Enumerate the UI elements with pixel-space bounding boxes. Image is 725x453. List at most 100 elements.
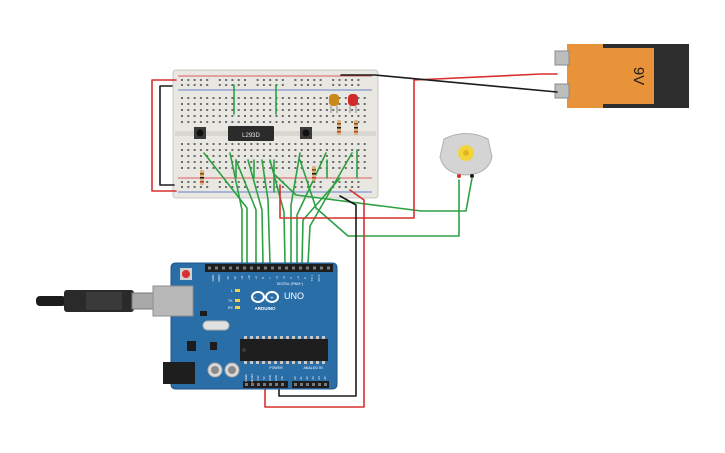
breadboard-hole [281,167,284,169]
breadboard-hole [300,79,303,81]
power-pin-label: 5V [262,376,266,379]
led-red[interactable] [348,94,358,113]
breadboard-hole [363,121,366,123]
breadboard-hole [250,97,253,99]
usb-jack [152,285,194,317]
digital-pin-label: 7 [268,277,272,279]
breadboard-hole [199,115,202,117]
wire-green [307,152,353,265]
analog-pin-label: A2 [305,376,309,380]
breadboard-hole [187,109,190,111]
breadboard-hole [325,155,328,157]
breadboard-hole [269,84,272,86]
breadboard-hole [300,115,303,117]
breadboard-hole [244,155,246,157]
battery-9v[interactable]: 9V [554,44,689,108]
breadboard-hole [281,103,284,105]
breadboard-hole [250,143,253,145]
analog-pin-label: A3 [311,376,315,380]
digital-pin-holes [208,266,330,270]
breadboard-hole [344,143,347,145]
breadboard-hole [307,155,309,157]
resistor[interactable] [337,120,341,135]
push-button-left[interactable] [194,127,206,139]
breadboard-hole [193,121,196,123]
push-button-right[interactable] [300,127,312,139]
usb-cable[interactable] [36,290,161,312]
breadboard-hole [206,186,209,188]
breadboard-hole [244,167,246,169]
breadboard-hole [351,186,354,188]
wire-green [301,177,341,265]
breadboard-hole [288,109,291,111]
breadboard-hole [181,121,183,123]
breadboard-hole [218,121,221,123]
breadboard-hole [250,155,253,157]
breadboard-hole [357,167,360,169]
header-pin [285,266,288,270]
breadboard-hole [363,149,366,151]
breadboard-hole [275,79,278,81]
l293d-chip[interactable]: L293D [228,126,274,141]
svg-text:+: + [271,295,274,301]
header-pin [299,266,302,270]
breadboard-hole [218,161,221,163]
breadboard-hole [357,149,360,151]
breadboard-hole [300,167,303,169]
chip-leg [268,361,271,364]
breadboard-hole [281,109,284,111]
breadboard-hole [363,115,366,117]
header-pin [320,266,323,270]
breadboard-hole [256,143,259,145]
chip-leg [274,361,277,364]
reset-button[interactable] [182,270,190,278]
breadboard-hole [344,115,347,117]
breadboard-hole [193,161,196,163]
wire-green [235,159,257,265]
header-pin [264,266,267,270]
breadboard-hole [199,155,202,157]
breadboard-hole [275,161,278,163]
breadboard-hole [281,161,284,163]
chip-leg [310,361,313,364]
breadboard-hole [269,79,272,81]
breadboard-hole [269,149,272,151]
breadboard-hole [300,121,303,123]
header-pin [250,266,253,270]
breadboard-hole [294,79,297,81]
breadboard-hole [262,97,265,99]
breadboard-hole [325,115,328,117]
breadboard-hole [250,161,253,163]
breadboard-hole [225,167,228,169]
power-pin-label: 3.3V [256,375,260,381]
breadboard-hole [225,155,228,157]
breadboard-hole [262,121,265,123]
breadboard-hole [218,149,221,151]
breadboard-hole [237,149,240,151]
breadboard-hole [244,84,246,86]
wire-black [159,85,175,186]
breadboard-hole [319,161,322,163]
breadboard-hole [262,186,265,188]
breadboard-hole [193,84,196,86]
resistor[interactable] [354,120,358,135]
breadboard-hole [269,97,272,99]
breadboard-hole [332,115,335,117]
resistor[interactable] [312,166,316,181]
breadboard-hole [307,121,309,123]
breadboard-hole [275,149,278,151]
breadboard-hole [357,181,360,183]
dc-motor[interactable] [439,133,493,179]
breadboard-hole [281,155,284,157]
breadboard-hole [187,149,190,151]
breadboard-hole [231,155,234,157]
breadboard-hole [262,143,265,145]
led-yellow[interactable] [329,94,339,113]
breadboard-hole [275,167,278,169]
breadboard-hole [199,79,202,81]
resistor[interactable] [200,170,204,185]
chip-leg [316,361,319,364]
breadboard-hole [199,167,202,169]
digital-pin-label: 2 [303,277,307,279]
